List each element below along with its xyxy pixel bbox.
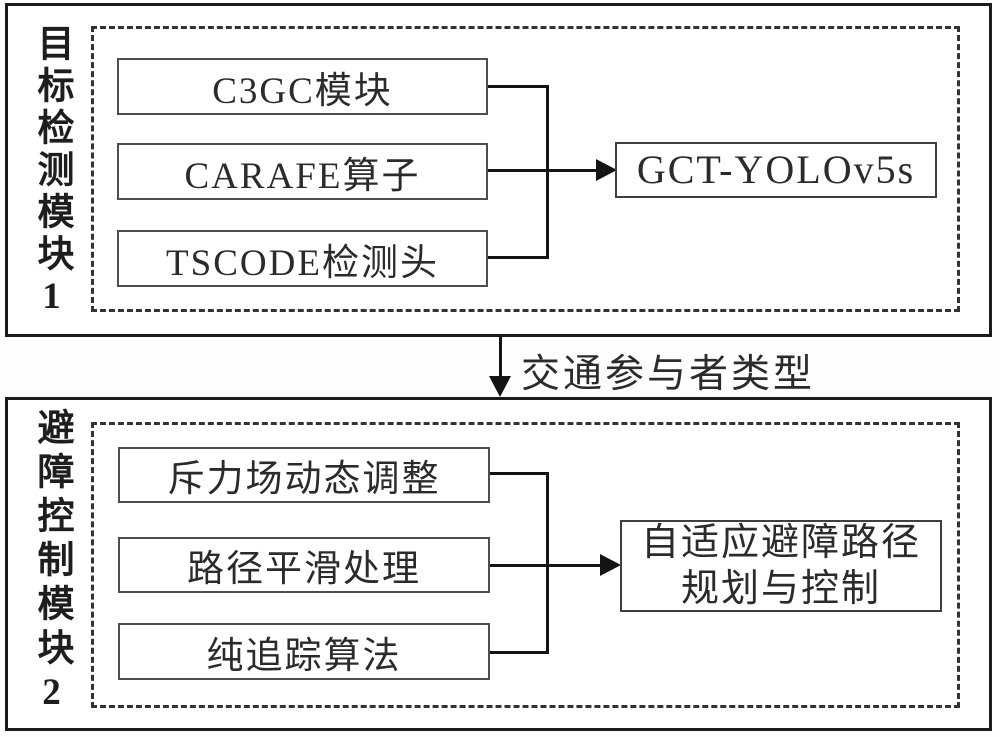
module2-box-smoothing: 路径平滑处理 [118,537,490,593]
module2-output-line1: 自适应避障路径 [640,522,921,564]
module1-label: 目标检测模块1 [31,24,72,322]
module2-connector-line-bottom [490,651,549,654]
module1-box-tscode: TSCODE检测头 [117,230,488,287]
flow-arrowhead-icon [489,376,511,397]
module1-connector-vline [546,85,549,259]
module1-dashed-box [91,26,960,312]
module2-arrowhead-icon [600,554,621,576]
module2-connector-vline [546,472,549,654]
module2-output-box: 自适应避障路径 规划与控制 [620,520,942,612]
module1-arrowhead-icon [596,159,617,181]
module2-label: 避障控制模块2 [31,408,72,720]
module2-output-line2: 规划与控制 [680,568,881,610]
module1-box-carafe: CARAFE算子 [117,143,488,200]
module2-box-purepursuit: 纯追踪算法 [118,623,490,680]
module1-connector-line-middle [488,169,598,172]
module1-connector-line-bottom [488,256,549,259]
module1-output-box: GCT-YOLOv5s [615,142,937,198]
module2-connector-line-top [490,472,549,475]
module1-connector-line-top [488,85,549,88]
module2-dashed-box [91,422,960,708]
flow-label: 交通参与者类型 [521,353,816,396]
module2-box-repulsion: 斥力场动态调整 [118,447,490,503]
module1-box-c3gc: C3GC模块 [117,58,488,115]
flow-arrow-shaft [499,337,502,378]
